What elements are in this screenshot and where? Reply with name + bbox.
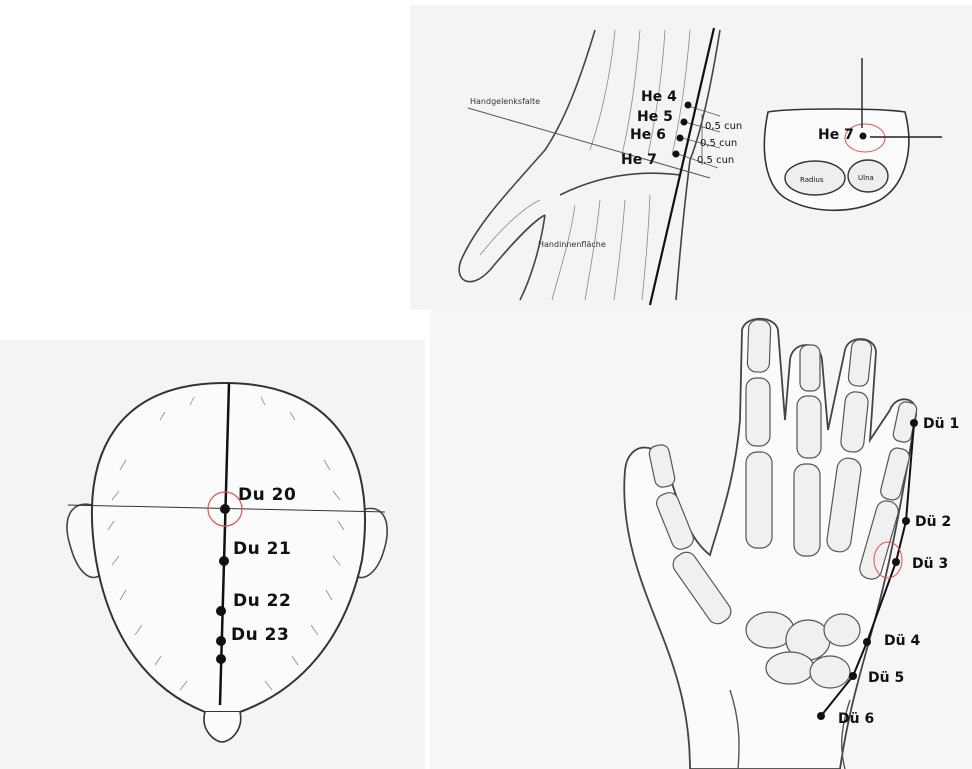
label-du23: Du 23 [231, 625, 289, 645]
point-du6-hand [817, 712, 825, 720]
point-he6 [677, 135, 684, 142]
label-du6-hand: Dü 6 [838, 711, 874, 727]
label-du20: Du 20 [238, 485, 296, 505]
label-du2-hand: Dü 2 [915, 514, 951, 530]
point-du3-hand [892, 558, 900, 566]
label-radius: Radius [800, 176, 824, 184]
point-du20 [220, 504, 230, 514]
label-distance-1: 0,5 cun [705, 121, 742, 132]
point-du21 [219, 556, 229, 566]
label-wrist-crease: Handgelenksfalte [470, 97, 540, 106]
point-du5-hand [849, 672, 857, 680]
point-du22 [216, 606, 226, 616]
head-panel: Du 20 Du 21 Du 22 Du 23 [0, 340, 425, 769]
point-he4 [685, 102, 692, 109]
label-du3-hand: Dü 3 [912, 556, 948, 572]
label-he7-cross: He 7 [818, 127, 854, 143]
point-du2-hand [902, 517, 910, 525]
label-du4-hand: Dü 4 [884, 633, 920, 649]
label-du22: Du 22 [233, 591, 291, 611]
point-du23 [216, 636, 226, 646]
label-du1-hand: Dü 1 [923, 416, 959, 432]
hand-panel: Dü 1 Dü 2 Dü 3 Dü 4 Dü 5 Dü 6 [430, 310, 972, 769]
point-he7 [673, 151, 680, 158]
label-distance-2: 0,5 cun [700, 138, 737, 149]
point-he7-cross [860, 133, 867, 140]
label-he7: He 7 [621, 152, 657, 168]
point-du1-hand [910, 419, 918, 427]
label-palm: Handinnenfläche [538, 240, 606, 249]
label-ulna: Ulna [858, 174, 874, 182]
label-he4: He 4 [641, 89, 677, 105]
label-du5-hand: Dü 5 [868, 670, 904, 686]
label-distance-3: 0,5 cun [697, 155, 734, 166]
label-he5: He 5 [637, 109, 673, 125]
label-du21: Du 21 [233, 539, 291, 559]
cross-section-outline [764, 109, 908, 210]
label-he6: He 6 [630, 127, 666, 143]
point-he5 [681, 119, 688, 126]
point-du24 [216, 654, 226, 664]
point-du4-hand [863, 638, 871, 646]
